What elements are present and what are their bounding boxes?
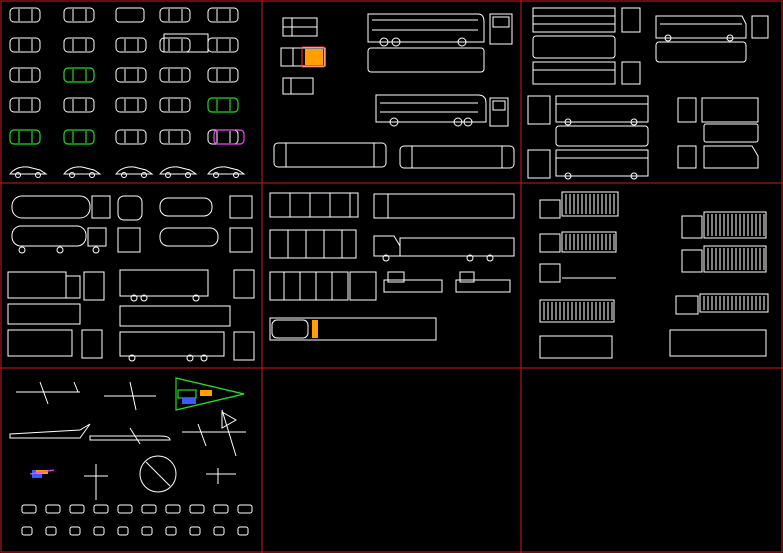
small-vehicle-icon bbox=[45, 526, 57, 536]
car-block bbox=[115, 97, 147, 113]
small-vehicle-icon bbox=[141, 504, 157, 514]
small-vehicle-icon bbox=[237, 526, 249, 536]
small-vehicle-icon bbox=[213, 526, 225, 536]
car-block bbox=[8, 166, 48, 178]
car-block bbox=[9, 97, 41, 113]
car-block bbox=[158, 166, 198, 178]
car-block bbox=[115, 129, 147, 145]
small-vehicle-icon bbox=[45, 504, 61, 514]
small-vehicle-icon bbox=[189, 526, 201, 536]
small-vehicle-icon bbox=[117, 526, 129, 536]
car-block bbox=[9, 129, 41, 145]
small-vehicle-icon bbox=[237, 504, 253, 514]
small-vehicle-icon bbox=[69, 504, 85, 514]
small-vehicle-icon bbox=[93, 526, 105, 536]
car-block bbox=[207, 97, 239, 113]
panel-cars[interactable] bbox=[0, 0, 262, 183]
small-vehicle-icon bbox=[69, 526, 81, 536]
car-block bbox=[159, 7, 191, 23]
car-block bbox=[63, 67, 95, 83]
car-block bbox=[207, 67, 239, 83]
panel-empty-2 bbox=[521, 368, 783, 553]
car-block bbox=[159, 37, 191, 53]
small-vehicle-icon bbox=[165, 526, 177, 536]
small-vehicle-icon bbox=[93, 504, 109, 514]
car-block bbox=[9, 67, 41, 83]
car-block bbox=[62, 166, 102, 178]
small-vehicle-icon bbox=[117, 504, 133, 514]
small-vehicle-icon bbox=[21, 504, 37, 514]
car-block bbox=[159, 129, 191, 145]
car-block bbox=[63, 7, 95, 23]
panel-empty-1 bbox=[262, 368, 521, 553]
car-block bbox=[115, 37, 147, 53]
car-block bbox=[63, 129, 95, 145]
small-vehicle-icon bbox=[141, 526, 153, 536]
car-block bbox=[63, 37, 95, 53]
small-vehicle-icon bbox=[213, 504, 229, 514]
small-vehicle-icon bbox=[165, 504, 181, 514]
car-block bbox=[114, 166, 154, 178]
small-vehicle-icon bbox=[189, 504, 205, 514]
car-block-highlight bbox=[213, 129, 245, 145]
small-vehicle-icon bbox=[21, 526, 33, 536]
car-block bbox=[9, 7, 41, 23]
car-block bbox=[159, 97, 191, 113]
car-block bbox=[159, 67, 191, 83]
car-block bbox=[207, 37, 239, 53]
car-block bbox=[9, 37, 41, 53]
car-block bbox=[63, 97, 95, 113]
car-block bbox=[115, 67, 147, 83]
car-block bbox=[207, 7, 239, 23]
car-block bbox=[206, 166, 246, 178]
